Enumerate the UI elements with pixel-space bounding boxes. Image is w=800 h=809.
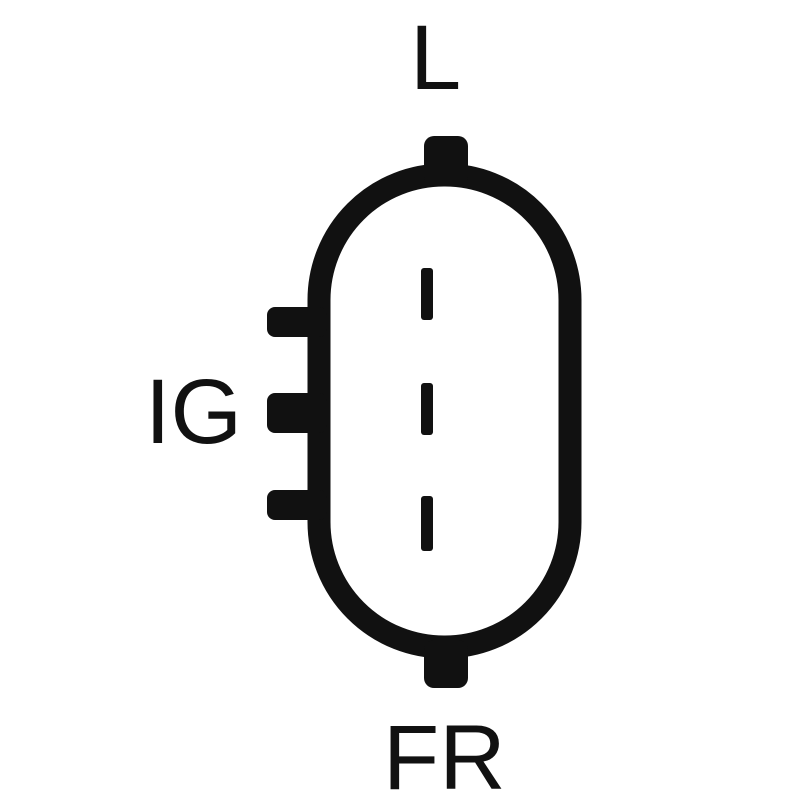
- terminal-ig-tab-middle: [267, 393, 327, 433]
- terminal-ig-tab-lower: [267, 490, 327, 520]
- center-dash-1: [421, 268, 433, 320]
- terminal-l-tab: [424, 136, 468, 186]
- terminal-ig-tab-upper: [267, 307, 327, 337]
- connector-body-outline: [307, 163, 582, 659]
- center-dash-2: [421, 383, 433, 435]
- center-dash-3: [421, 496, 433, 551]
- label-l: L: [410, 7, 462, 109]
- label-fr: FR: [383, 707, 506, 809]
- label-ig: IG: [145, 361, 243, 463]
- terminal-fr-tab: [424, 640, 468, 688]
